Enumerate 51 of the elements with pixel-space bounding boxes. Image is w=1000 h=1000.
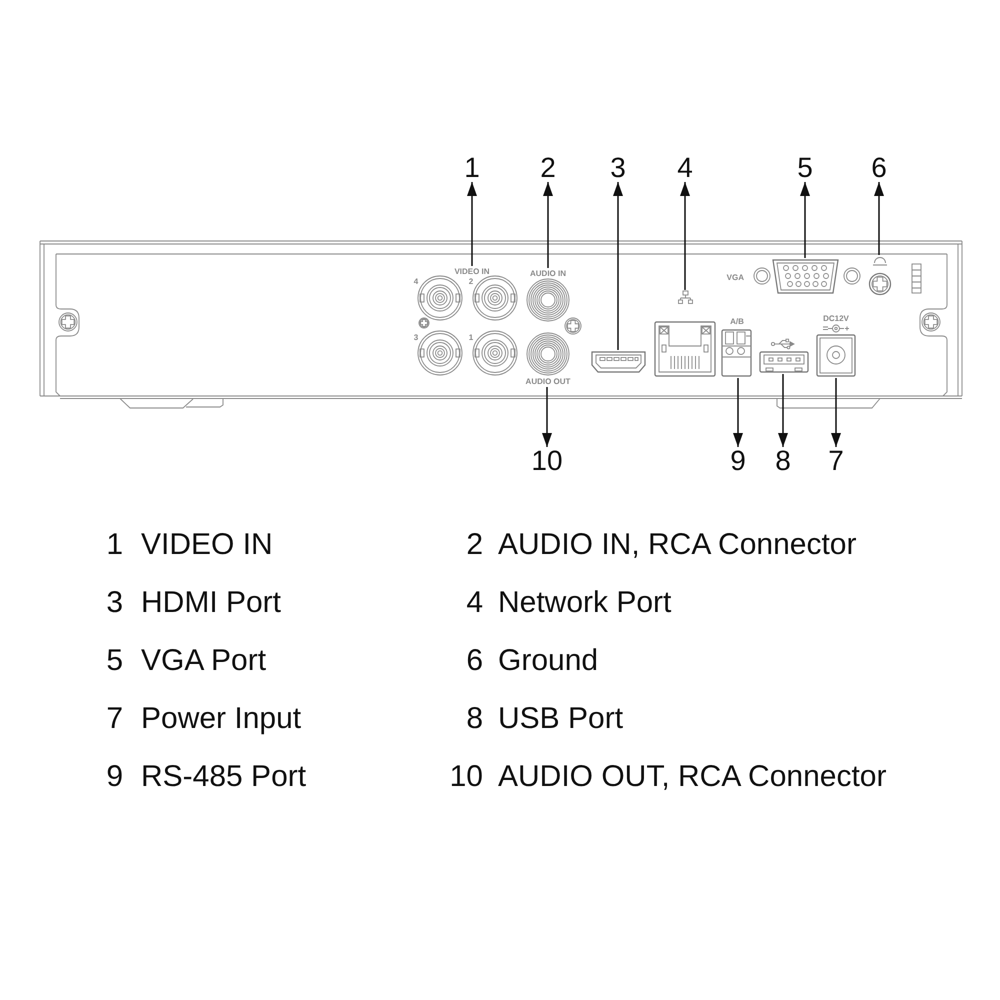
- item-label: Power Input: [141, 702, 302, 736]
- panel-label: DC12V: [823, 314, 849, 323]
- leader-arrow: [543, 182, 553, 268]
- leader-arrow: [542, 387, 552, 447]
- item-label: VGA Port: [141, 644, 266, 678]
- leader-arrow: [831, 378, 841, 447]
- leader-arrow: [733, 378, 743, 447]
- callout-number: 3: [610, 154, 626, 182]
- item-number: 5: [106, 644, 123, 678]
- leader-arrow: [613, 182, 623, 350]
- item-number: 4: [466, 586, 483, 620]
- item-number: 7: [106, 702, 123, 736]
- panel-label: AUDIO OUT: [526, 377, 570, 386]
- vga-port: [771, 258, 841, 295]
- item-label: VIDEO IN: [141, 528, 273, 562]
- callout-number: 8: [775, 447, 791, 475]
- item-label: Ground: [498, 644, 598, 678]
- terminal-block: [720, 328, 754, 378]
- item-number: 2: [466, 528, 483, 562]
- item-number: 1: [106, 528, 123, 562]
- item-label: HDMI Port: [141, 586, 282, 620]
- power-jack: [815, 333, 857, 378]
- leader-arrow: [778, 374, 788, 447]
- panel-label: A/B: [730, 317, 744, 326]
- callout-number: 4: [677, 154, 693, 182]
- item-number: 3: [106, 586, 123, 620]
- callout-number: 2: [540, 154, 556, 182]
- item-number: 10: [450, 760, 483, 794]
- callout-number: 6: [871, 154, 887, 182]
- leader-arrow: [874, 182, 884, 255]
- hdmi-port: [590, 350, 647, 374]
- item-label: Network Port: [498, 586, 672, 620]
- item-label: USB Port: [498, 702, 624, 736]
- item-number: 9: [106, 760, 123, 794]
- usb-port: [758, 350, 810, 374]
- item-number: 8: [466, 702, 483, 736]
- leader-arrow: [467, 182, 477, 266]
- item-label: RS-485 Port: [141, 760, 306, 794]
- callout-number: 10: [531, 447, 563, 475]
- panel-label: AUDIO IN: [530, 269, 566, 278]
- item-label: AUDIO OUT, RCA Connector: [498, 760, 886, 794]
- callout-number: 1: [464, 154, 480, 182]
- leader-arrow: [680, 182, 690, 290]
- callout-number: 9: [730, 447, 746, 475]
- panel-label: VGA: [726, 273, 744, 282]
- item-number: 6: [466, 644, 483, 678]
- callout-number: 7: [828, 447, 844, 475]
- item-label: AUDIO IN, RCA Connector: [498, 528, 856, 562]
- callout-number: 5: [797, 154, 813, 182]
- panel-label: VIDEO IN: [454, 267, 490, 276]
- leader-arrow: [800, 182, 810, 258]
